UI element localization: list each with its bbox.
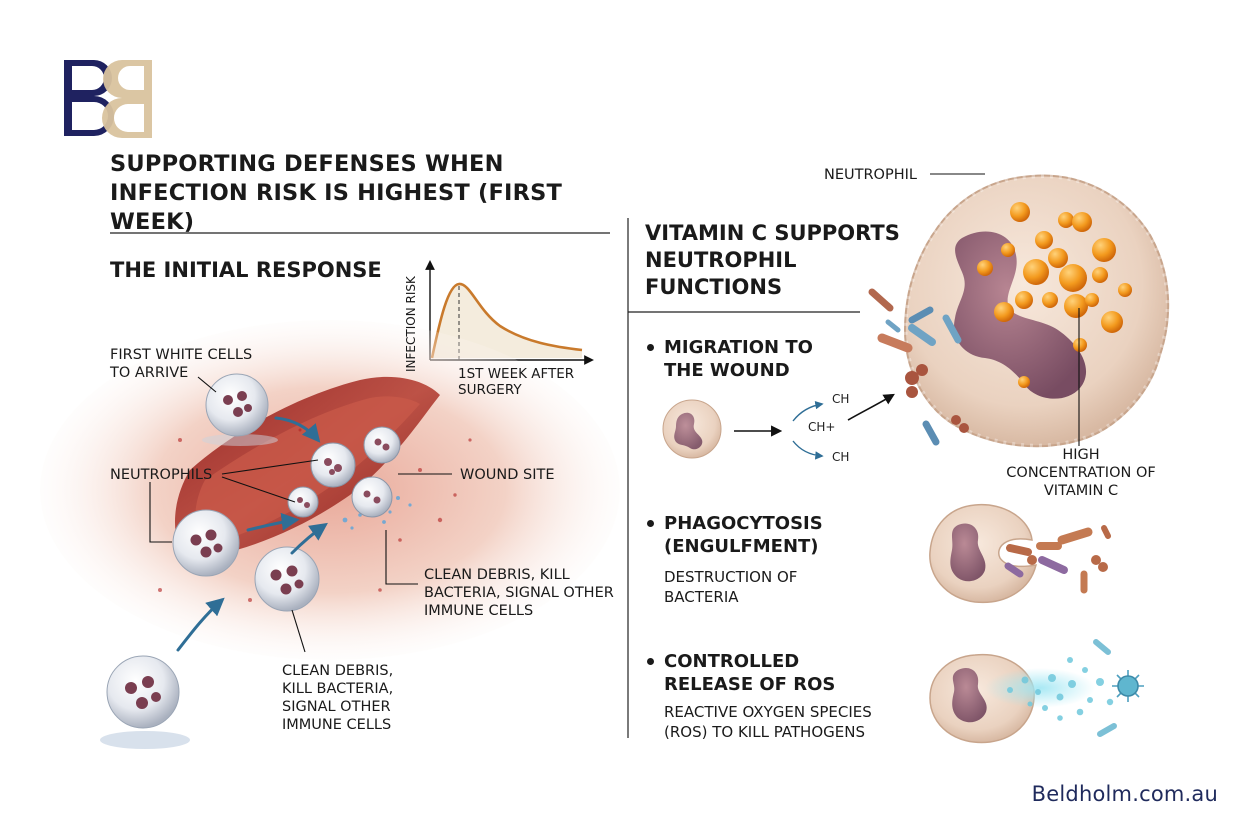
- label-vitamin-c: HIGH CONCENTRATION OF VITAMIN C: [1006, 447, 1156, 499]
- page-title: SUPPORTING DEFENSES WHEN INFECTION RISK …: [110, 151, 563, 235]
- label-clean-debris-bottom: CLEAN DEBRIS, KILL BACTERIA, SIGNAL OTHE…: [282, 663, 394, 733]
- label-neutrophils: NEUTROPHILS: [110, 467, 213, 483]
- chart-y-label: INFECTION RISK: [404, 276, 418, 372]
- chem-label-b: CH+: [808, 420, 836, 434]
- left-leader-lines: [149, 376, 452, 653]
- ros-release-cell: [929, 639, 1144, 744]
- function-phagocytosis-title: PHAGOCYTOSIS (ENGULFMENT): [647, 512, 864, 558]
- function-migration-title: MIGRATION TO THE WOUND: [647, 336, 844, 382]
- label-wound-site: WOUND SITE: [460, 467, 555, 483]
- chem-label-c: CH: [832, 450, 850, 464]
- right-heading: VITAMIN C SUPPORTS NEUTROPHIL FUNCTIONS: [645, 221, 900, 299]
- neutrophil-illustration: [868, 173, 1171, 449]
- function-ros-desc: REACTIVE OXYGEN SPECIES (ROS) TO KILL PA…: [664, 703, 872, 741]
- migration-arrows: [176, 416, 328, 652]
- migration-diagram: [662, 393, 895, 460]
- chem-label-a: CH: [832, 392, 850, 406]
- function-ros-title: CONTROLLED RELEASE OF ROS: [647, 650, 864, 696]
- function-phagocytosis-desc: DESTRUCTION OF BACTERIA: [664, 568, 798, 606]
- left-heading: THE INITIAL RESPONSE: [110, 258, 382, 282]
- white-blood-cells: [100, 373, 320, 749]
- label-neutrophil: NEUTROPHIL: [824, 167, 917, 183]
- chart-x-label: 1ST WEEK AFTER SURGERY: [458, 366, 575, 398]
- website-link[interactable]: Beldholm.com.au: [1031, 782, 1218, 806]
- brand-logo: [62, 58, 154, 140]
- label-first-cells: FIRST WHITE CELLS TO ARRIVE: [110, 347, 253, 381]
- label-clean-debris-right: CLEAN DEBRIS, KILL BACTERIA, SIGNAL OTHE…: [424, 567, 614, 619]
- wound-illustration: [40, 320, 620, 660]
- phagocytosis-cell: [929, 503, 1111, 604]
